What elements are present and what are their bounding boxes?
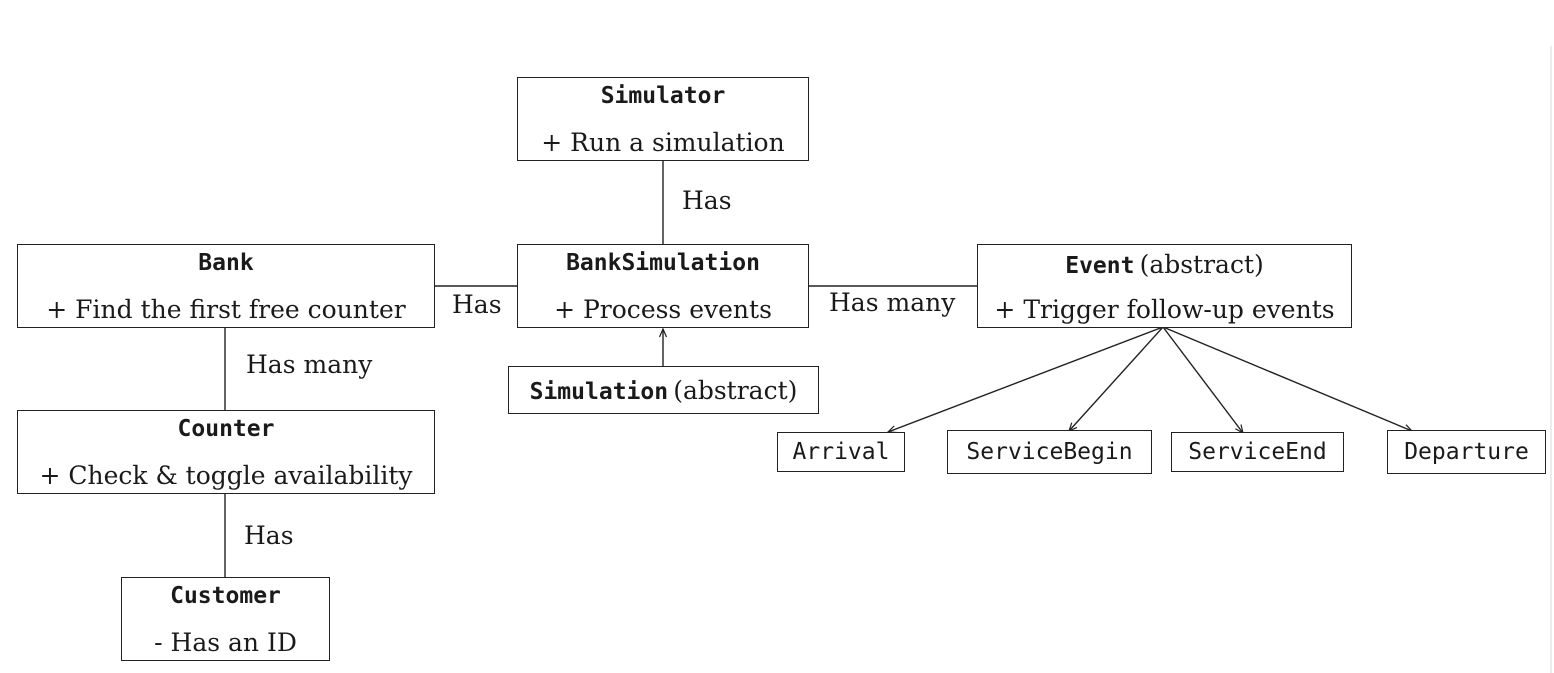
class-event: Event (abstract) + Trigger follow-up eve…: [977, 244, 1352, 328]
class-bank: Bank + Find the first free counter: [17, 244, 435, 328]
class-simulation-name: Simulation: [529, 378, 669, 405]
class-simulator: Simulator + Run a simulation: [517, 77, 809, 161]
inherit-event-to-service-end: [1162, 326, 1243, 433]
class-counter: Counter + Check & toggle availability: [17, 410, 435, 494]
class-departure: Departure: [1387, 430, 1546, 474]
class-customer-method: - Has an ID: [154, 628, 297, 657]
inherit-event-to-service-begin: [1069, 326, 1164, 431]
class-simulator-method: + Run a simulation: [541, 128, 785, 157]
class-bank-simulation-name: BankSimulation: [566, 250, 760, 276]
class-service-begin: ServiceBegin: [947, 430, 1152, 474]
class-customer-name: Customer: [170, 583, 281, 609]
class-service-end-name: ServiceEnd: [1188, 439, 1327, 465]
class-event-name: Event: [1065, 253, 1135, 279]
class-event-qualifier: (abstract): [1139, 250, 1264, 279]
class-simulation-heading: Simulation (abstract): [530, 376, 798, 405]
class-arrival: Arrival: [777, 432, 905, 472]
class-bank-method: + Find the first free counter: [46, 295, 406, 324]
class-simulation-qualifier: (abstract): [673, 375, 798, 405]
class-service-end: ServiceEnd: [1171, 432, 1344, 472]
class-simulator-name: Simulator: [600, 83, 726, 109]
class-simulation: Simulation (abstract): [508, 366, 819, 414]
relation-label-event-has-many: Has many: [829, 288, 956, 317]
class-departure-name: Departure: [1404, 439, 1529, 465]
class-bank-simulation: BankSimulation + Process events: [517, 244, 809, 328]
canvas-edge-divider: [1550, 46, 1552, 673]
relation-label-counter-has-many: Has many: [246, 350, 373, 379]
relation-label-customer-has: Has: [244, 521, 294, 550]
class-arrival-name: Arrival: [792, 439, 890, 465]
relation-label-bank-has: Has: [452, 290, 502, 319]
class-event-heading: Event (abstract): [1065, 250, 1264, 279]
inherit-event-to-arrival: [888, 326, 1164, 432]
class-bank-simulation-method: + Process events: [554, 295, 772, 324]
relation-label-simulator-has: Has: [682, 186, 732, 215]
class-bank-name: Bank: [198, 250, 254, 276]
class-counter-name: Counter: [177, 416, 275, 442]
inherit-event-to-departure: [1162, 326, 1412, 431]
class-customer: Customer - Has an ID: [121, 577, 330, 661]
class-counter-method: + Check & toggle availability: [39, 461, 413, 490]
class-event-method: + Trigger follow-up events: [994, 295, 1335, 324]
class-service-begin-name: ServiceBegin: [966, 439, 1133, 465]
